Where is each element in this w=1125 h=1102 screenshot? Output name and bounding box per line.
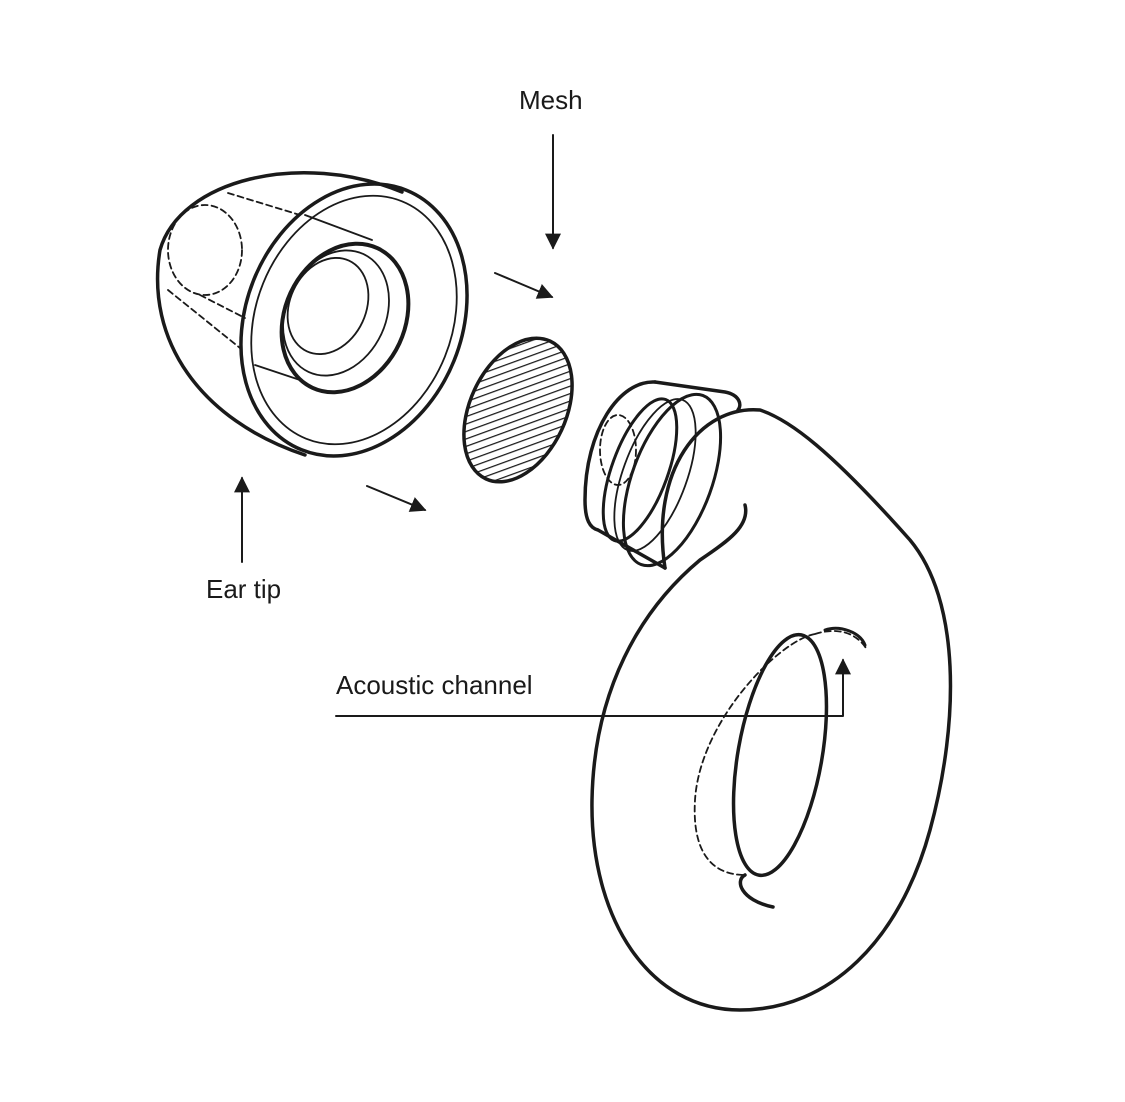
- earbud-body: [590, 408, 953, 1012]
- mesh-disc: [462, 336, 574, 484]
- ear-tip-label: Ear tip: [206, 574, 282, 604]
- nozzle: [583, 380, 742, 570]
- assembly-arrow-lower: [366, 485, 427, 512]
- mesh-label: Mesh: [519, 85, 583, 115]
- ear-tip: [155, 171, 469, 458]
- assembly-arrow-upper: [494, 272, 554, 299]
- acoustic-channel-label: Acoustic channel: [336, 670, 533, 700]
- acoustic-channel-arrow: [335, 658, 851, 717]
